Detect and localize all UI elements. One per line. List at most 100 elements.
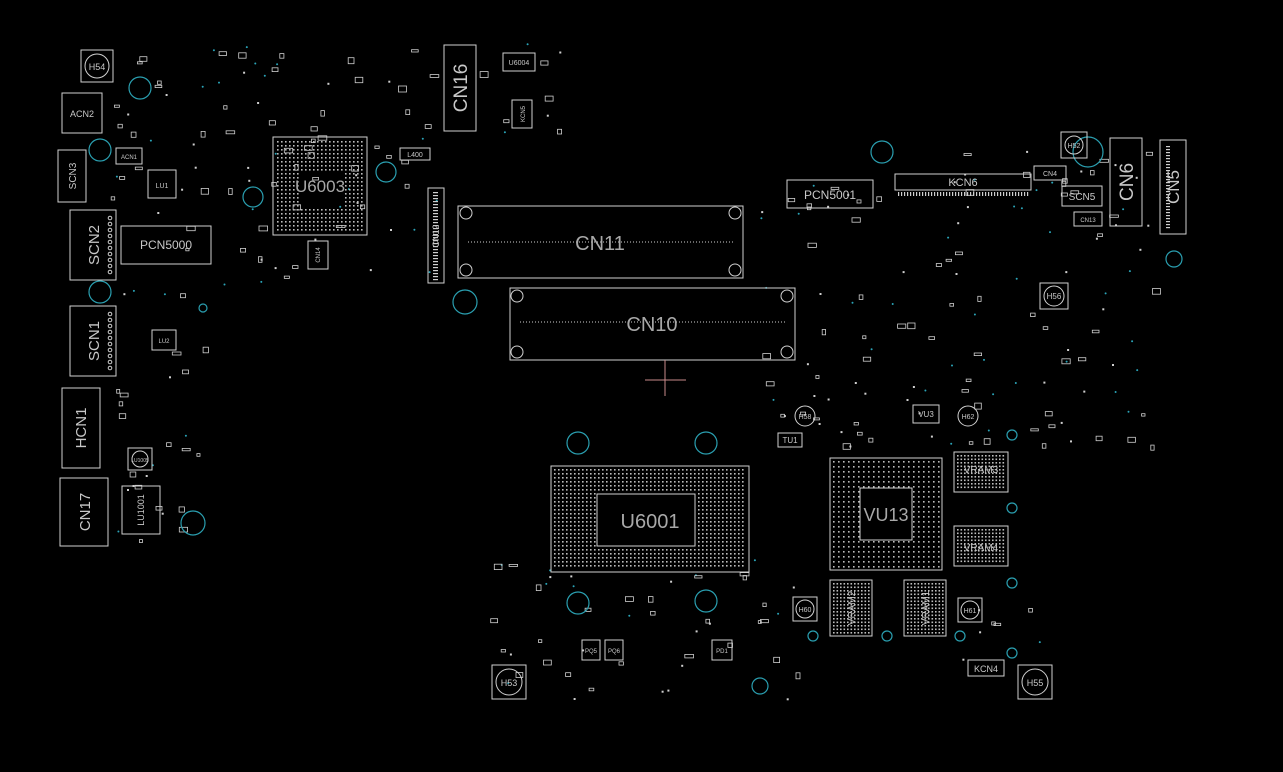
bga-pad [618,489,620,491]
bga-pad [285,197,287,199]
bga-pad [277,229,279,231]
bga-pad [277,201,279,203]
bga-pad [678,481,680,483]
bga-pad [848,546,850,548]
bga-pad [833,496,835,498]
bga-pad [893,486,895,488]
bga-pad [718,565,720,567]
bga-pad [594,509,596,511]
bga-pad [718,473,720,475]
bga-pad [297,169,299,171]
smd-pad [145,475,148,477]
mounting-hole [807,630,819,642]
vram-pad [847,604,849,606]
bga-pad [566,533,568,535]
vram-pad [917,625,920,627]
bga-pad [738,497,740,499]
smd-part [928,336,936,340]
bga-pad [554,485,556,487]
vram-pad [974,539,977,542]
vram-pad [995,536,998,538]
smd-part [116,388,121,394]
bga-pad [313,165,315,167]
bga-pad [858,536,860,538]
bga-pad [686,473,688,475]
bga-pad [297,189,299,191]
bga-pad [718,521,720,523]
vram-pad [960,550,963,552]
vram-pad [850,586,853,589]
smd-pad [169,376,171,379]
connector-pin [1009,192,1011,196]
smd-pad [1114,164,1117,167]
via [1127,410,1130,413]
bga-pad [878,466,880,468]
vram-pad [907,607,909,610]
vram-pad [974,462,977,464]
bga-pad [928,501,930,503]
bga-pad [722,501,724,503]
vram-pad [921,628,923,631]
vram-pad [868,604,870,606]
smd-part [154,84,163,89]
vram-pad [960,529,963,531]
smd-pad [670,580,673,583]
bga-pad [289,229,291,231]
bga-pad [325,141,327,143]
smd-part [949,303,955,307]
vram-pad [854,583,856,585]
bga-pad [690,481,692,483]
bga-pad [742,477,744,479]
vram4-label: VRAM4 [964,543,999,554]
via [117,530,120,533]
bga-pad [570,485,572,487]
smd-part [279,53,285,59]
bga-pad [277,145,279,147]
bga-pad [923,531,925,533]
vram-pad [935,625,937,627]
bga-pad [722,485,724,487]
bga-pad [722,537,724,539]
bga-pad [558,481,560,483]
bga-pad [698,473,700,475]
bga-pad [742,485,744,487]
vram-pad [836,597,839,599]
via [947,236,950,239]
bga-pad [329,217,331,219]
bga-pad [301,153,303,155]
bga-pad [730,477,732,479]
bga-pad [285,193,287,195]
bga-pad [843,511,845,513]
smd-part [1044,411,1053,417]
component-pd1: PD1 [711,639,733,661]
smd-pad [248,179,251,182]
smd-pad [708,622,711,625]
bga-pad [361,213,363,215]
vram-pad [836,611,839,613]
smd-part [1097,233,1103,237]
bga-pad [730,537,732,539]
bga-pad [277,217,279,219]
vram-pad [978,476,980,478]
bga-pad [738,501,740,503]
via [1128,270,1131,273]
bga-pad [726,533,728,535]
bga-pad [838,521,840,523]
vram-pad [1002,557,1005,559]
connector-pin [943,192,945,196]
bga-pad [674,553,676,555]
vram-pad [868,583,870,585]
connector-pad [107,365,113,371]
bga-pad [630,553,632,555]
bga-pad [903,466,905,468]
smd-part [304,145,313,151]
vram-pad [921,632,923,634]
smd-part [508,564,519,567]
bga-pad [650,561,652,563]
smd-pad [582,649,585,652]
smd-part [968,441,974,445]
bga-pad [558,485,560,487]
bga-pad [888,551,890,553]
bga-pad [622,473,624,475]
connector-pad [107,341,113,347]
